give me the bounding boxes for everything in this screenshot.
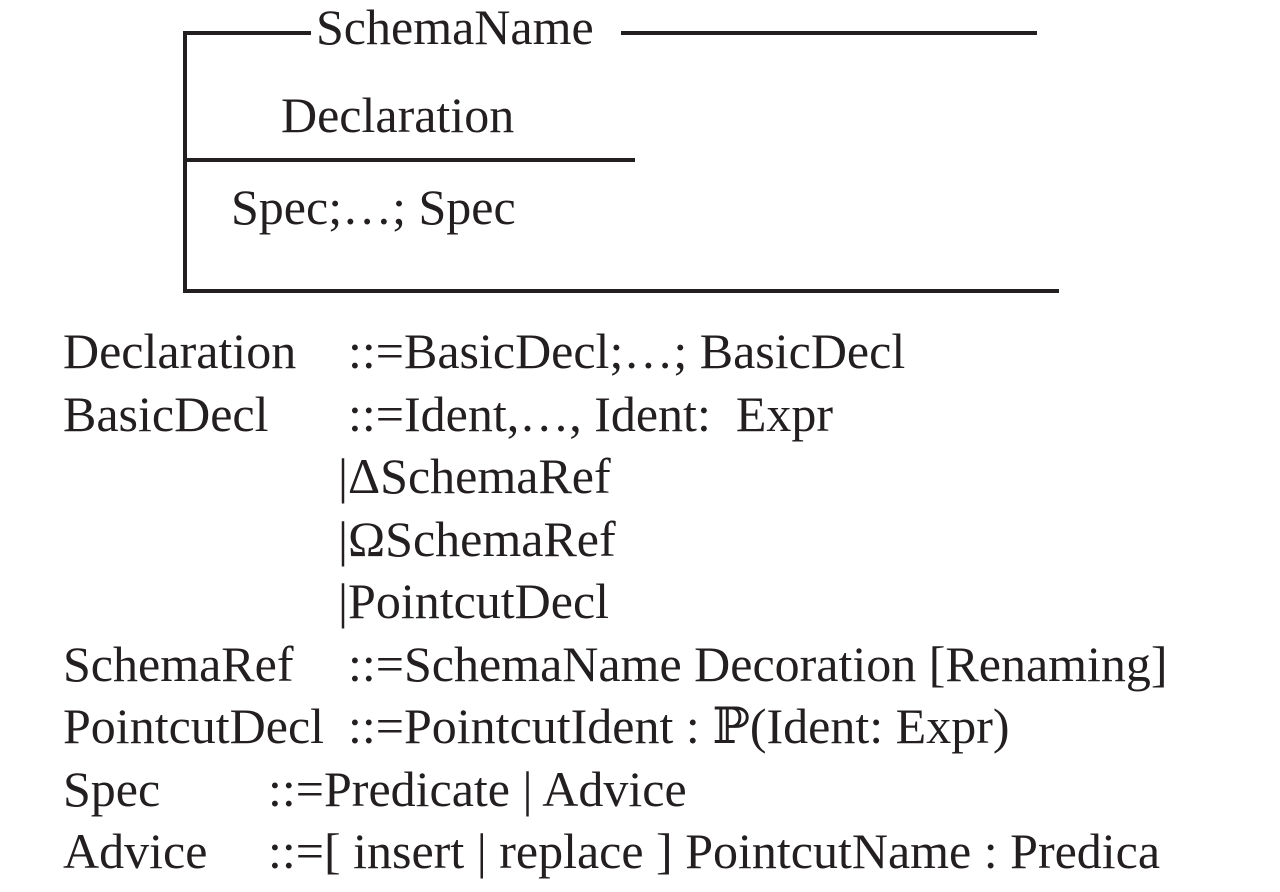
rule-op: ::= xyxy=(348,323,404,379)
rule-lhs: Spec xyxy=(63,760,161,817)
rule-rhs: Ident,…, Ident: Expr xyxy=(403,385,834,442)
schema-name-label: SchemaName xyxy=(316,0,594,55)
rule-rhs: PointcutIdent : ℙ(Ident: Expr) xyxy=(403,698,1010,754)
rule-lhs: PointcutDecl xyxy=(63,698,325,754)
rule-op: ::= xyxy=(348,385,404,442)
rule-rhs: BasicDecl;…; BasicDecl xyxy=(403,323,906,379)
rule-alternative-text: |PointcutDecl xyxy=(338,573,610,629)
rule-op: ::= xyxy=(348,698,404,754)
rule-lhs: SchemaRef xyxy=(63,635,294,692)
rule-op: ::= xyxy=(268,823,324,879)
grammar-rule-spec: Spec::=Predicate | Advice xyxy=(63,758,1280,821)
schema-divider-rule xyxy=(183,158,635,162)
rule-rhs: [ insert | replace ] PointcutName : Pred… xyxy=(323,823,1161,879)
schema-predicate-text: Spec;…; Spec xyxy=(231,179,516,235)
grammar-rule-alternative-omega-schemaref: |ΩSchemaRef xyxy=(63,508,1280,571)
rule-op: ::= xyxy=(348,635,404,692)
rule-lhs: Advice xyxy=(63,823,208,879)
grammar-rule-basicdecl: BasicDecl::=Ident,…, Ident: Expr xyxy=(63,383,1280,446)
rule-lhs: BasicDecl xyxy=(63,385,269,442)
rule-rhs: Predicate | Advice xyxy=(323,760,687,817)
schema-bottom-rule xyxy=(183,289,1059,293)
rule-alternative-text: |ΩSchemaRef xyxy=(338,510,616,567)
grammar-rules: Declaration::=BasicDecl;…; BasicDecl Bas… xyxy=(63,320,1280,883)
grammar-rule-advice: Advice::=[ insert | replace ] PointcutNa… xyxy=(63,820,1280,883)
grammar-rule-alternative-delta-schemaref: |ΔSchemaRef xyxy=(63,445,1280,508)
rule-alternative-text: |ΔSchemaRef xyxy=(338,448,611,504)
rule-lhs: Declaration xyxy=(63,323,297,379)
schema-top-rule-right xyxy=(621,31,1037,35)
schema-left-rule xyxy=(183,31,187,293)
schema-declaration-text: Declaration xyxy=(281,87,515,143)
rule-rhs: SchemaName Decoration [Renaming] xyxy=(403,635,1168,692)
schema-top-rule-left xyxy=(183,31,311,35)
rule-op: ::= xyxy=(268,760,324,817)
grammar-rule-alternative-pointcutdecl: |PointcutDecl xyxy=(63,570,1280,633)
grammar-rule-declaration: Declaration::=BasicDecl;…; BasicDecl xyxy=(63,320,1280,383)
grammar-rule-pointcutdecl: PointcutDecl::=PointcutIdent : ℙ(Ident: … xyxy=(63,695,1280,758)
grammar-rule-schemaref: SchemaRef::=SchemaName Decoration [Renam… xyxy=(63,633,1280,696)
